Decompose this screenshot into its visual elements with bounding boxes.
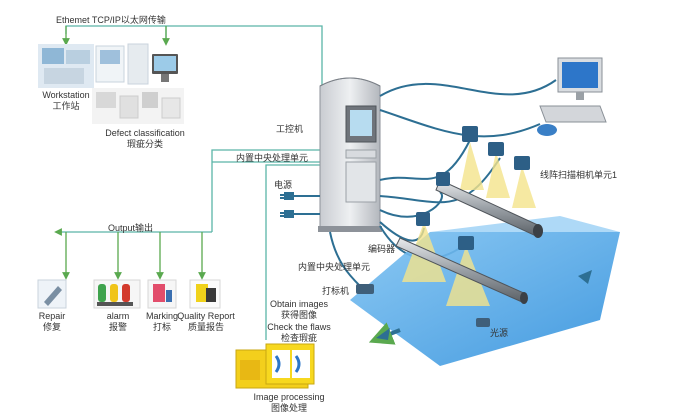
- workstation-label: Workstation 工作站: [36, 90, 96, 112]
- defect-classification-zh: 瑕疵分类: [126, 139, 163, 149]
- light-source-label: 光源: [490, 328, 509, 338]
- ethernet-bus: [54, 25, 323, 340]
- image-processing-box-icon: [235, 343, 315, 389]
- output-marking-label: Marking 打标: [140, 311, 184, 333]
- control-cabinet-image: [318, 77, 382, 232]
- defect-classification-en: Defect classification: [105, 128, 185, 138]
- alarm-lights-icon: [93, 279, 141, 309]
- material-web: [350, 216, 620, 366]
- output-label: Output输出: [108, 223, 154, 233]
- image-processing-zh: 图像处理: [270, 403, 307, 413]
- built-in-cpu-top-label: 内置中央处理单元: [236, 153, 309, 163]
- output-alarm-zh: 报警: [108, 322, 127, 332]
- obtain-images-label: Obtain images 获得图像: [264, 299, 334, 321]
- defect-classification-label: Defect classification 瑕疵分类: [100, 128, 190, 150]
- image-processing-label: Image processing 图像处理: [244, 392, 334, 414]
- marking-icon: [147, 279, 177, 309]
- check-flaws-label: Check the flaws 检查瑕疵: [264, 322, 334, 344]
- line-scan-camera-label: 线阵扫描相机单元1: [540, 170, 618, 180]
- workstation-zh: 工作站: [52, 101, 80, 111]
- output-alarm-label: alarm 报警: [96, 311, 140, 333]
- obtain-images-zh: 获得图像: [280, 310, 317, 320]
- output-marking-en: Marking: [145, 311, 178, 321]
- industrial-pc-label: 工控机: [276, 124, 304, 134]
- marker-unit-icon: [356, 284, 374, 294]
- defect-classification-image: [92, 88, 184, 124]
- ethernet-label: Ethemet TCP/IP以太网传输: [56, 15, 166, 25]
- rollers: [395, 179, 543, 304]
- obtain-images-en: Obtain images: [269, 299, 329, 309]
- marker-label: 打标机: [322, 286, 350, 296]
- workstation-en: Workstation: [42, 90, 90, 100]
- output-repair-en: Repair: [38, 311, 66, 321]
- monitor-image: [537, 57, 607, 136]
- output-marking-zh: 打标: [152, 322, 171, 332]
- output-quality-report-zh: 质量报告: [187, 322, 224, 332]
- power-supply-label: 电源: [274, 180, 293, 190]
- output-repair-label: Repair 修复: [30, 311, 74, 333]
- encoder-label: 编码器: [368, 244, 396, 254]
- output-quality-report-en: Quality Report: [177, 311, 235, 321]
- check-flaws-zh: 检查瑕疵: [280, 333, 317, 343]
- check-flaws-en: Check the flaws: [267, 322, 331, 332]
- power-plug-icon: [280, 192, 294, 218]
- image-processing-en: Image processing: [253, 392, 325, 402]
- output-quality-report-label: Quality Report 质量报告: [176, 311, 236, 333]
- camera-icons: [416, 126, 530, 250]
- quality-report-icon: [189, 279, 221, 309]
- built-in-cpu-mid-label: 内置中央处理单元: [298, 262, 371, 272]
- output-alarm-en: alarm: [106, 311, 130, 321]
- data-cables: [294, 79, 557, 287]
- light-source-unit-icon: [476, 318, 490, 327]
- repair-icon: [37, 279, 67, 309]
- output-repair-zh: 修复: [42, 322, 61, 332]
- workstation-image: [38, 43, 178, 88]
